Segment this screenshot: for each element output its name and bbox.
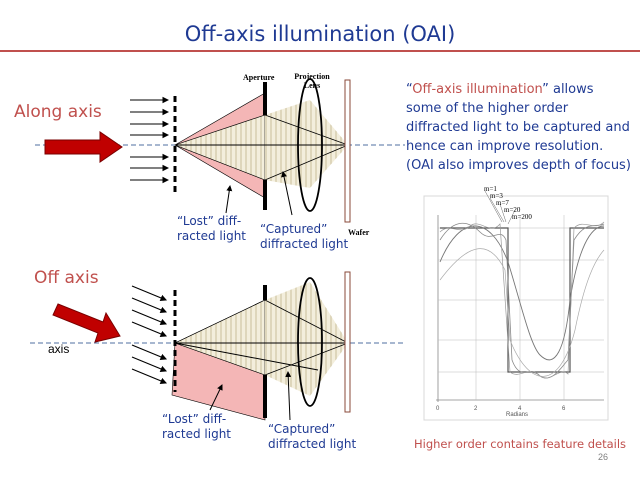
lens-top bbox=[297, 78, 323, 212]
fourier-tick-x2: 2 bbox=[474, 406, 478, 412]
fourier-tick-x4: 4 bbox=[518, 406, 522, 412]
incident-light-bottom bbox=[131, 285, 168, 384]
wafer-label: Wafer bbox=[348, 228, 370, 237]
lost-light-label-top: “Lost” diff- racted light bbox=[177, 214, 246, 243]
wafer-bottom bbox=[344, 271, 351, 413]
off-axis-arrow bbox=[52, 303, 121, 343]
fourier-caption: Higher order contains feature details bbox=[414, 437, 627, 451]
projection-lens-label: Projection Lens bbox=[294, 72, 330, 90]
order-label-m200: m=200 bbox=[512, 213, 532, 221]
along-axis-diagram bbox=[35, 78, 405, 223]
fourier-tick-x0: 0 bbox=[436, 406, 440, 412]
captured-light-label-bottom: “Captured” diffracted light bbox=[268, 422, 357, 451]
along-axis-label: Along axis bbox=[14, 102, 102, 122]
slide-title: Off-axis illumination (OAI) bbox=[184, 22, 456, 46]
square-wave-ideal bbox=[440, 227, 604, 373]
order-label-m3: m=3 bbox=[490, 192, 503, 200]
order-label-m7: m=7 bbox=[496, 199, 509, 207]
off-axis-label: Off axis bbox=[34, 268, 99, 288]
title-divider bbox=[0, 50, 640, 52]
along-axis-arrow bbox=[44, 131, 123, 163]
page-number: 26 bbox=[598, 452, 609, 462]
oai-explanation: “Off-axis illumination” allows some of t… bbox=[406, 82, 631, 173]
aperture-label: Aperture bbox=[243, 73, 275, 82]
captured-light-label-top: “Captured” diffracted light bbox=[260, 222, 349, 251]
lens-bottom bbox=[297, 277, 323, 407]
axis-label: axis bbox=[48, 342, 70, 356]
fourier-order-labels: m=1 m=3 m=7 m=20 m=200 bbox=[476, 186, 532, 221]
fourier-x-label: Radians bbox=[506, 412, 529, 418]
fourier-tick-x6: 6 bbox=[562, 406, 566, 412]
lost-light-label-bottom: “Lost” diff- racted light bbox=[162, 412, 231, 441]
fourier-plot: 0 2 4 6 bbox=[423, 190, 609, 421]
incident-light-top bbox=[130, 96, 170, 184]
order-label-m1: m=1 bbox=[484, 185, 497, 193]
order-label-m20: m=20 bbox=[504, 206, 521, 214]
oai-highlight: Off-axis illumination bbox=[412, 82, 543, 97]
off-axis-diagram bbox=[30, 271, 405, 421]
wafer-top bbox=[344, 79, 351, 223]
